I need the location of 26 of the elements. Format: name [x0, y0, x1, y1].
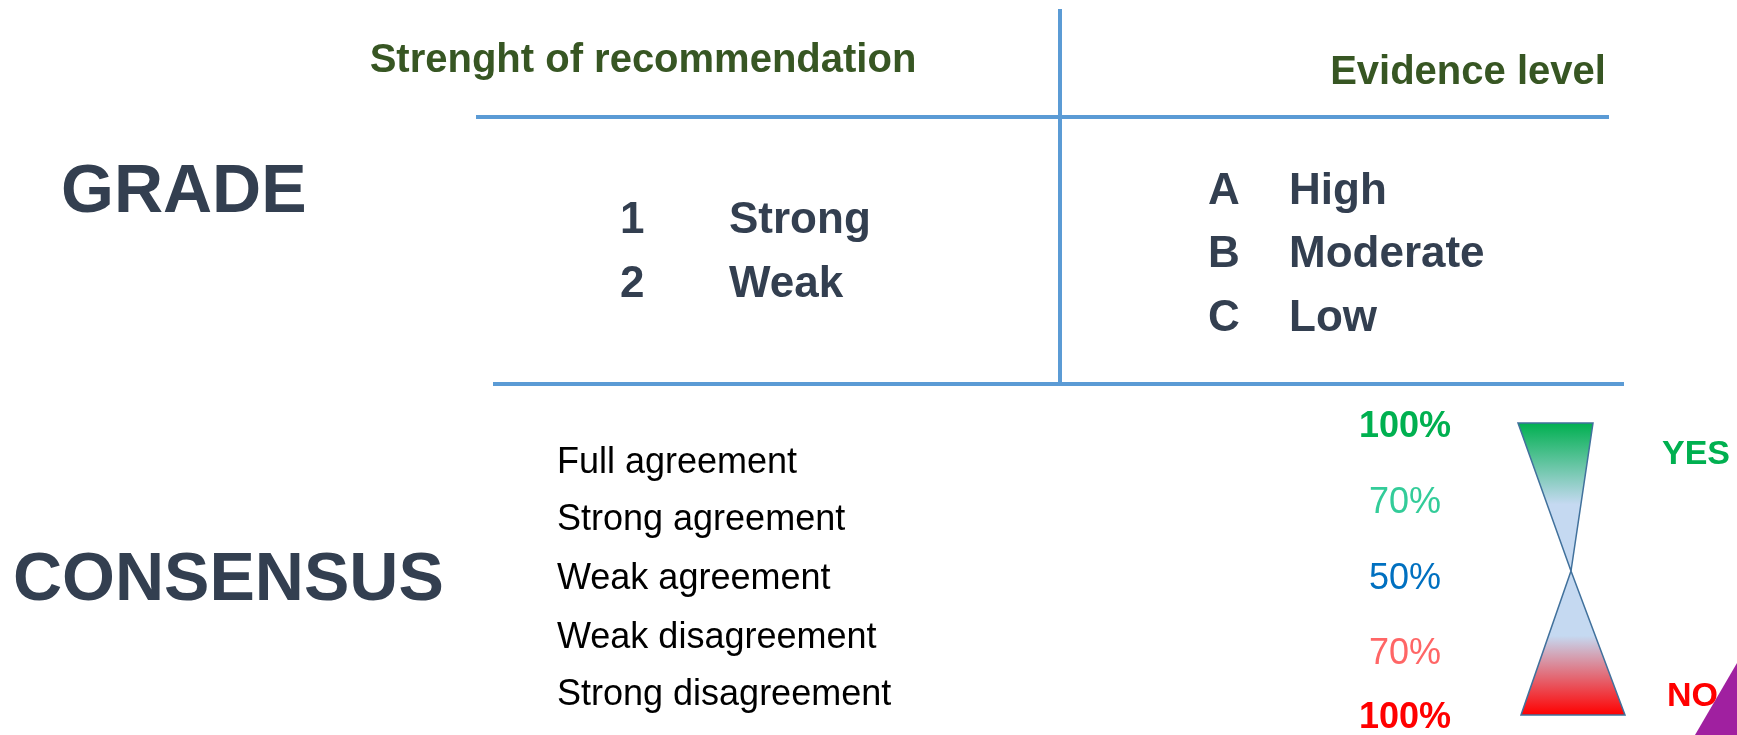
row-heading: GRADE [61, 154, 307, 222]
consensus-level: Weak disagreement [557, 618, 877, 654]
row-heading: CONSENSUS [13, 542, 444, 610]
rating-text: Weak [729, 260, 844, 304]
rating-text: Moderate [1289, 230, 1485, 274]
scale-end-label: NO [1667, 677, 1718, 711]
consensus-level: Full agreement [557, 443, 798, 479]
percentage-value: 50% [1368, 559, 1442, 595]
percentage-value: 100% [1358, 698, 1452, 734]
rating-letter: B [1208, 230, 1240, 274]
rating-number: 2 [620, 260, 645, 304]
percentage-value: 70% [1368, 483, 1442, 519]
percentage-value: 100% [1358, 407, 1452, 443]
column-heading: Strenght of recommendation [369, 38, 917, 78]
consensus-level: Weak agreement [557, 559, 831, 595]
consensus-level: Strong disagreement [557, 675, 892, 711]
rating-text: Strong [729, 196, 871, 240]
consensus-level: Strong agreement [557, 500, 846, 536]
rating-text: Low [1289, 294, 1377, 338]
column-heading: Evidence level [1330, 50, 1606, 90]
rating-text: High [1289, 167, 1387, 211]
rating-letter: A [1208, 167, 1240, 211]
scale-end-label: YES [1662, 435, 1731, 469]
rating-letter: C [1208, 294, 1240, 338]
rating-number: 1 [620, 196, 645, 240]
percentage-value: 70% [1368, 634, 1442, 670]
